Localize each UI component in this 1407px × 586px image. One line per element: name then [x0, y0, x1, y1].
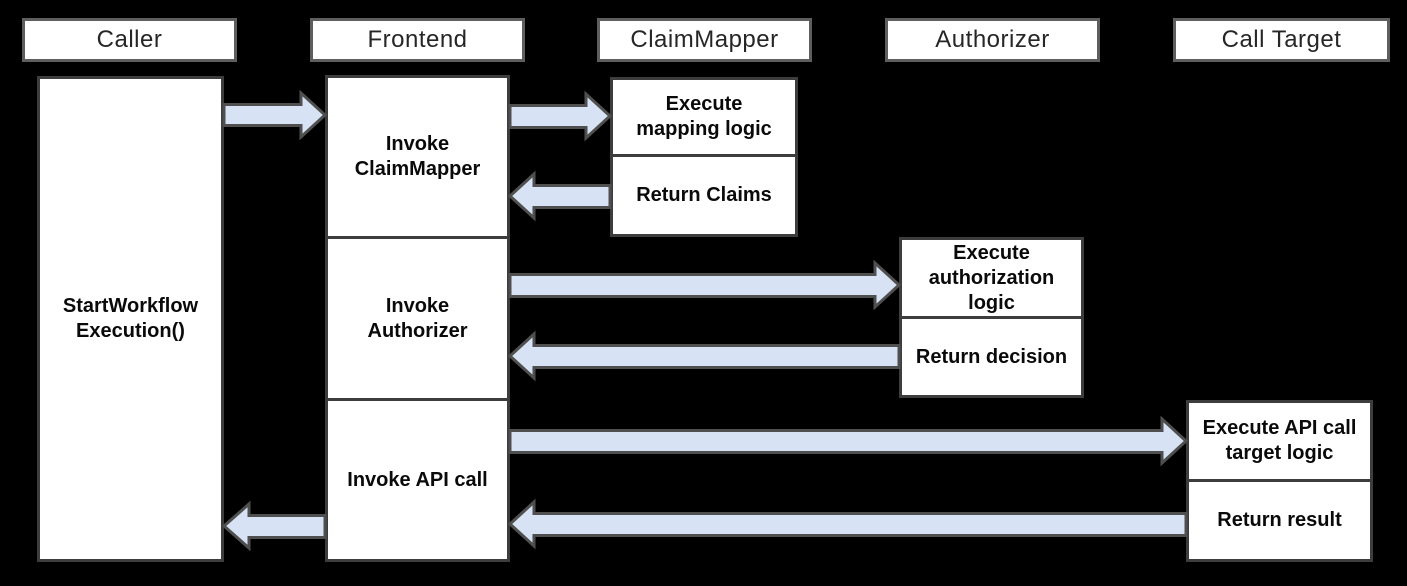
arrow-caller-to-frontend [222, 89, 328, 141]
step-execute-api-call-target-logic: Execute API call target logic [1189, 403, 1370, 479]
lane-header-calltarget-label: Call Target [1221, 26, 1342, 53]
lane-header-frontend-label: Frontend [367, 26, 468, 53]
calltarget-activation-box: Execute API call target logic Return res… [1186, 400, 1373, 562]
step-invoke-claimmapper-label: Invoke ClaimMapper [354, 133, 481, 180]
step-return-result-label: Return result [1217, 509, 1342, 531]
step-return-result: Return result [1189, 479, 1370, 559]
arrow-authorizer-to-frontend [507, 330, 901, 382]
authorizer-activation-box: Execute authorization logic Return decis… [899, 237, 1084, 398]
caller-activation-box: StartWorkflow Execution() [37, 76, 224, 562]
step-startworkflow-execution: StartWorkflow Execution() [40, 79, 221, 559]
step-return-claims-label: Return Claims [636, 184, 772, 206]
claimmapper-activation-box: Execute mapping logic Return Claims [610, 77, 798, 237]
arrow-frontend-to-claimmapper [508, 90, 613, 142]
lane-header-calltarget: Call Target [1173, 18, 1390, 62]
step-return-decision: Return decision [902, 316, 1081, 395]
frontend-activation-box: Invoke ClaimMapper Invoke Authorizer Inv… [325, 75, 510, 562]
arrow-frontend-to-calltarget [508, 415, 1189, 467]
lane-header-claimmapper-label: ClaimMapper [630, 26, 779, 53]
step-execute-mapping-logic-label: Execute mapping logic [636, 93, 772, 140]
step-invoke-claimmapper: Invoke ClaimMapper [328, 78, 507, 236]
lane-header-authorizer: Authorizer [885, 18, 1100, 62]
step-startworkflow-execution-label: StartWorkflow Execution() [62, 295, 199, 342]
step-execute-authorization-logic: Execute authorization logic [902, 240, 1081, 316]
step-return-claims: Return Claims [613, 154, 795, 234]
step-invoke-authorizer: Invoke Authorizer [328, 236, 507, 398]
lane-header-claimmapper: ClaimMapper [597, 18, 812, 62]
lane-header-authorizer-label: Authorizer [935, 26, 1050, 53]
step-invoke-authorizer-label: Invoke Authorizer [367, 294, 468, 342]
lane-header-caller-label: Caller [96, 26, 163, 53]
arrow-calltarget-to-frontend [507, 498, 1188, 550]
step-execute-api-call-target-logic-label: Execute API call target logic [1202, 417, 1357, 464]
lane-header-caller: Caller [22, 18, 237, 62]
step-execute-mapping-logic: Execute mapping logic [613, 80, 795, 154]
step-invoke-api-call: Invoke API call [328, 398, 507, 559]
arrow-frontend-to-caller [221, 500, 327, 552]
arrow-claimmapper-to-frontend [507, 170, 612, 222]
step-execute-authorization-logic-label: Execute authorization logic [928, 241, 1055, 314]
step-invoke-api-call-label: Invoke API call [347, 468, 488, 491]
step-return-decision-label: Return decision [915, 345, 1068, 368]
arrow-frontend-to-authorizer [508, 259, 902, 311]
lane-header-frontend: Frontend [310, 18, 525, 62]
